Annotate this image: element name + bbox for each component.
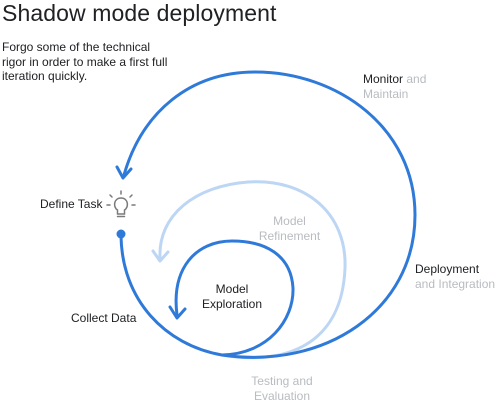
label-monitor: Monitor [363,72,404,86]
label-define-task: Define Task [40,197,103,211]
page-subtitle: Forgo some of the technical rigor in ord… [2,40,168,83]
label-testing-line2: Evaluation [253,389,311,403]
outer-arrowhead-icon [115,165,133,180]
exploration-arrowhead-icon [168,305,187,320]
entry-path [119,234,224,357]
label-model-exploration: Model Exploration [196,282,268,312]
label-model-refinement-line2: Refinement [258,229,321,243]
exploration-loop-arc [174,239,295,357]
page-title: Shadow mode deployment [2,0,277,26]
label-model-refinement: Model Refinement [252,214,327,244]
label-monitor-and: and [406,72,427,86]
lightbulb-icon [106,190,136,218]
label-testing-line1: Testing and [251,374,313,388]
label-deployment: Deployment [415,262,480,276]
label-and-integration: and Integration [415,277,496,291]
label-model-refinement-line1: Model [273,214,306,228]
start-dot-icon [116,229,126,239]
label-model-exploration-line2: Exploration [201,297,263,311]
refinement-loop-arc [158,180,347,360]
label-monitor-maintain: Monitor and Maintain [363,72,426,102]
label-deployment-integration: Deployment and Integration [415,262,495,292]
label-testing-evaluation: Testing and Evaluation [242,374,322,404]
outer-loop-arc [122,70,417,359]
refinement-arrowhead-icon [151,249,170,263]
label-maintain: Maintain [363,87,409,101]
label-collect-data: Collect Data [71,311,137,325]
label-model-exploration-line1: Model [215,282,249,296]
